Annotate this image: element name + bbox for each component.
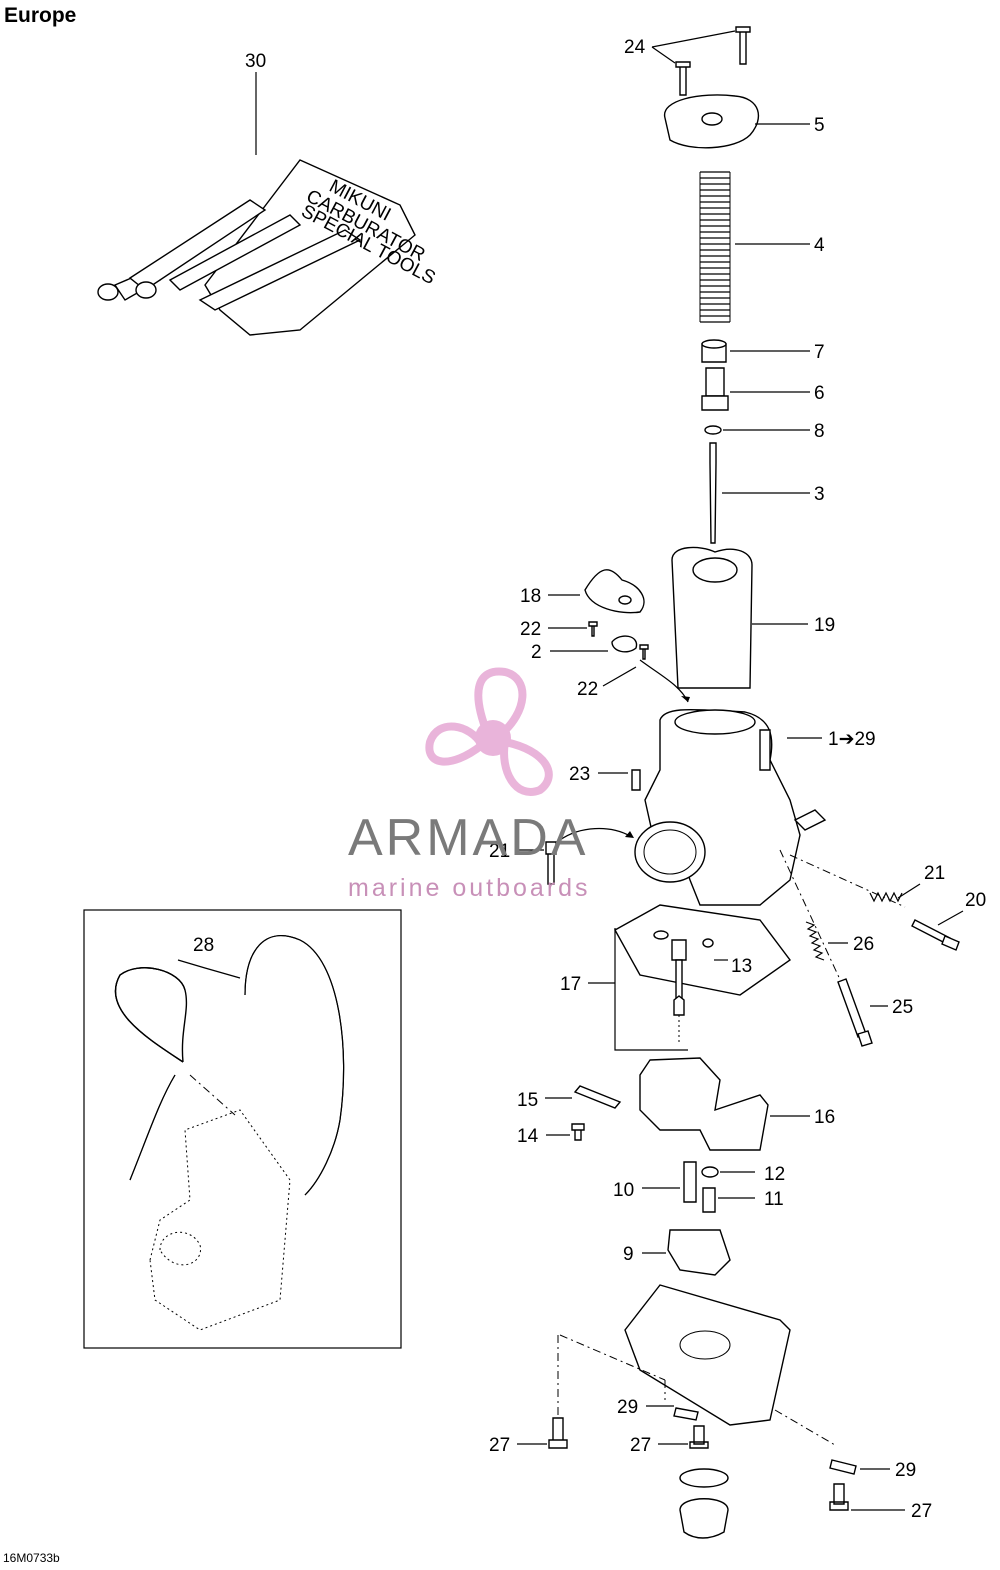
region-title: Europe	[4, 4, 77, 27]
watermark-brand: ARMADA	[348, 809, 589, 867]
callout-22-b: 22	[577, 679, 598, 700]
part-18-plate	[548, 569, 645, 614]
part-17-group	[588, 904, 791, 1051]
callout-19: 19	[814, 615, 835, 636]
part-29-washer-a	[646, 1405, 699, 1421]
armada-logo-icon	[425, 667, 553, 796]
part-27-screws	[517, 1335, 905, 1511]
drain-plug-oring	[679, 1468, 729, 1539]
part-2-retainer	[550, 635, 638, 653]
callout-20: 20	[965, 890, 986, 911]
part-25-26-screw-spring	[779, 849, 888, 1047]
part-23-jet	[598, 769, 641, 791]
part-14-screw	[546, 1123, 585, 1141]
watermark-tagline: marine outboards	[348, 874, 591, 902]
part-16-float	[639, 1057, 810, 1151]
callout-6: 6	[814, 383, 825, 404]
part-30-tool-kit: MIKUNI CARBURATOR SPECIAL TOOLS	[97, 72, 439, 336]
part-15-pin	[545, 1085, 622, 1109]
callout-5: 5	[814, 115, 825, 136]
part-3-needle	[709, 442, 810, 544]
callout-24: 24	[624, 37, 646, 58]
callout-29-b: 29	[895, 1460, 916, 1481]
callout-8: 8	[814, 421, 825, 442]
diagram-code: 16M0733b	[3, 1551, 60, 1565]
callout-7: 7	[814, 342, 825, 363]
part-5-cap	[664, 94, 810, 149]
part-28-inset	[83, 909, 402, 1349]
part-1-carburetor-body	[559, 659, 827, 906]
part-24-screws	[651, 26, 751, 96]
callout-30: 30	[245, 51, 266, 72]
callout-27-b: 27	[630, 1435, 651, 1456]
part-19-throttle-slide	[671, 546, 808, 689]
callout-3: 3	[814, 484, 825, 505]
callout-18: 18	[520, 586, 541, 607]
callout-12: 12	[764, 1164, 785, 1185]
callout-15: 15	[517, 1090, 538, 1111]
callout-21-b: 21	[924, 863, 945, 884]
part-10-11-12-jets	[642, 1161, 755, 1213]
callout-21-a: 21	[489, 841, 510, 862]
callout-26: 26	[853, 934, 874, 955]
part-6-holder	[701, 367, 810, 411]
callout-4: 4	[814, 235, 825, 256]
callout-28: 28	[193, 935, 214, 956]
callout-27-c: 27	[911, 1501, 932, 1522]
callout-29-a: 29	[617, 1397, 638, 1418]
part-7-seat	[701, 339, 810, 363]
callout-2: 2	[531, 642, 542, 663]
callout-25: 25	[892, 997, 913, 1018]
part-21-screw-left	[516, 841, 557, 885]
callout-23: 23	[569, 764, 590, 785]
part-22-screws	[548, 621, 649, 687]
callout-22-a: 22	[520, 619, 541, 640]
part-4-spring	[699, 171, 810, 323]
callout-11: 11	[764, 1189, 784, 1210]
callout-10: 10	[613, 1180, 634, 1201]
part-20-21-pilot-screw	[789, 854, 964, 951]
part-29-washer-b	[829, 1459, 890, 1475]
callout-1-to-29: 1➔29	[828, 729, 876, 750]
callout-17: 17	[560, 974, 581, 995]
callout-14: 14	[517, 1126, 539, 1147]
part-9-holder	[642, 1229, 731, 1276]
callout-16: 16	[814, 1107, 835, 1128]
float-bowl	[559, 1284, 836, 1446]
callout-9: 9	[623, 1244, 634, 1265]
callout-27-a: 27	[489, 1435, 510, 1456]
part-8-clip	[704, 425, 810, 435]
callout-13: 13	[731, 956, 752, 977]
callout-labels: 24 5 4 7 6 8 3 18 19 22 2 22 1➔29 23 21 …	[193, 37, 986, 1522]
